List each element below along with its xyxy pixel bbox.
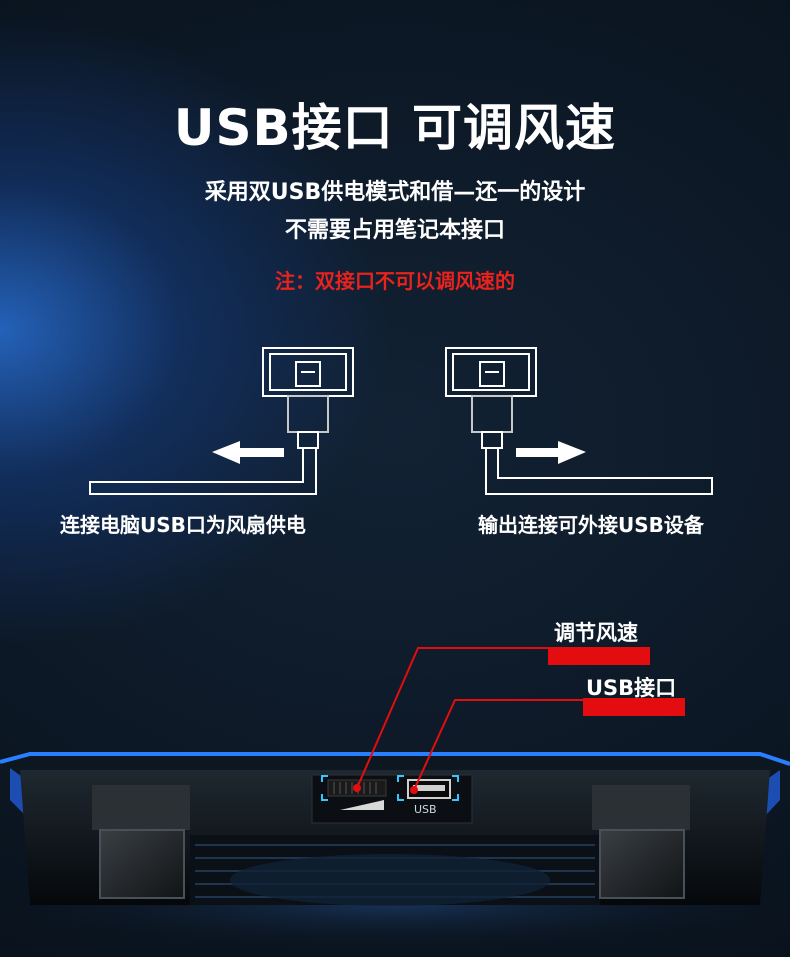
left-diagram-label: 连接电脑USB口为风扇供电 (60, 513, 306, 537)
speed-callout-label: 调节风速 (554, 621, 638, 645)
callout-lines (356, 647, 584, 791)
speed-callout-dot (353, 784, 361, 792)
subtitle-line-1: 采用双USB供电模式和借—还一的设计 (204, 180, 586, 205)
cooler-device (0, 752, 790, 950)
speed-callout-bar (548, 647, 650, 665)
usb-callout-bar (583, 698, 685, 716)
left-arrow-icon (212, 441, 284, 464)
right-usb-plug-diagram (445, 347, 713, 495)
subtitle-line-2: 不需要占用笔记本接口 (284, 218, 505, 243)
left-usb-plug-diagram (89, 347, 354, 495)
usb-callout-dot (410, 786, 418, 794)
usb-port-label: USB (414, 803, 437, 816)
right-diagram-label: 输出连接可外接USB设备 (478, 513, 704, 537)
usb-callout-label: USB接口 (586, 676, 677, 700)
page-title: USB接口 可调风速 (173, 99, 617, 157)
warning-note: 注：双接口不可以调风速的 (275, 269, 515, 293)
right-arrow-icon (516, 441, 586, 464)
